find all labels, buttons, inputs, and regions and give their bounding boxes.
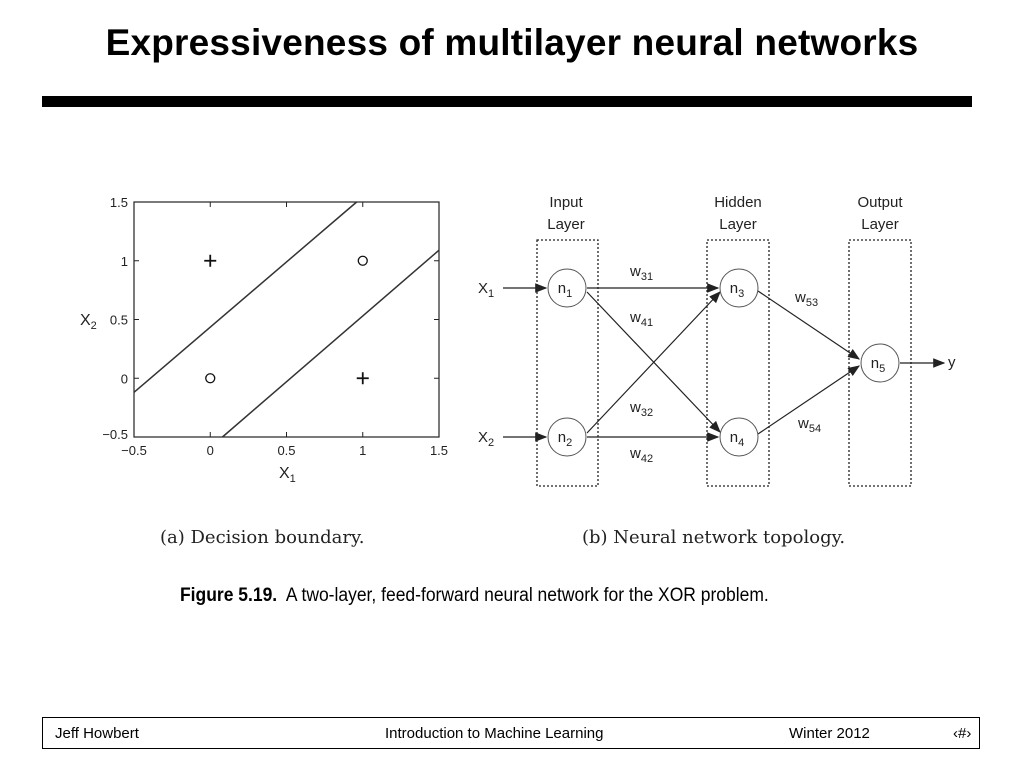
y-tick-label: 1.5 <box>110 195 128 210</box>
input-x1-label: X1 <box>478 280 494 300</box>
plot-frame <box>133 201 440 438</box>
decision-boundary-line <box>221 249 440 438</box>
x-tick-label: 0.5 <box>277 443 295 458</box>
node-n2 <box>547 417 587 457</box>
weight-label: w54 <box>797 415 821 435</box>
y-tick-label: 0.5 <box>110 313 128 328</box>
y-tick-label: −0.5 <box>102 427 128 442</box>
circle-point <box>205 373 216 384</box>
figure-caption: Figure 5.19. A two-layer, feed-forward n… <box>180 585 769 607</box>
data-points <box>204 254 369 385</box>
footer-course: Introduction to Machine Learning <box>385 725 604 742</box>
decision-boundary-line <box>133 201 358 393</box>
footer-page-number: ‹#› <box>953 725 972 742</box>
caption-b: (b) Neural network topology. <box>582 527 846 548</box>
x-axis-label: X1 <box>279 465 296 485</box>
node-n5 <box>860 343 900 383</box>
plus-point <box>356 372 369 385</box>
boundary-lines <box>133 201 440 438</box>
output-y-label: y <box>948 354 956 371</box>
figure-caption-text: A two-layer, feed-forward neural network… <box>285 585 769 606</box>
input-x2-label: X2 <box>478 429 494 449</box>
footer-author: Jeff Howbert <box>55 725 139 742</box>
weight-label: w42 <box>629 445 653 465</box>
weight-label: w41 <box>629 309 653 329</box>
footer-term: Winter 2012 <box>789 725 870 742</box>
weight-label: w31 <box>629 263 653 283</box>
x-tick-label: 1.5 <box>430 443 448 458</box>
input-layer-box <box>536 239 599 487</box>
y-axis-label: X2 <box>80 312 97 332</box>
x-tick-label: 0 <box>207 443 214 458</box>
node-n3 <box>719 268 759 308</box>
hidden-layer-box <box>706 239 770 487</box>
y-tick-label: 0 <box>121 371 128 386</box>
y-tick-label: 1 <box>121 254 128 269</box>
weight-label: w32 <box>629 399 653 419</box>
title-divider <box>42 96 972 107</box>
x-tick-label: 1 <box>359 443 366 458</box>
plus-point <box>204 254 217 267</box>
circle-point <box>357 255 368 266</box>
weight-label: w53 <box>794 289 818 309</box>
figure-number: Figure 5.19. <box>180 585 278 606</box>
caption-a: (a) Decision boundary. <box>160 527 365 548</box>
x-tick-label: −0.5 <box>121 443 147 458</box>
decision-boundary-plot: −0.5−0.5 0 0 0.5 0.5 1 1 1.5 1.5 X1 X2 <box>80 195 448 485</box>
node-n1 <box>547 268 587 308</box>
axis-ticks: −0.5−0.5 0 0 0.5 0.5 1 1 1.5 1.5 <box>102 195 448 458</box>
node-n4 <box>719 417 759 457</box>
edges <box>503 283 946 442</box>
slide-footer: Jeff Howbert Introduction to Machine Lea… <box>42 717 980 749</box>
slide-title: Expressiveness of multilayer neural netw… <box>105 22 919 63</box>
